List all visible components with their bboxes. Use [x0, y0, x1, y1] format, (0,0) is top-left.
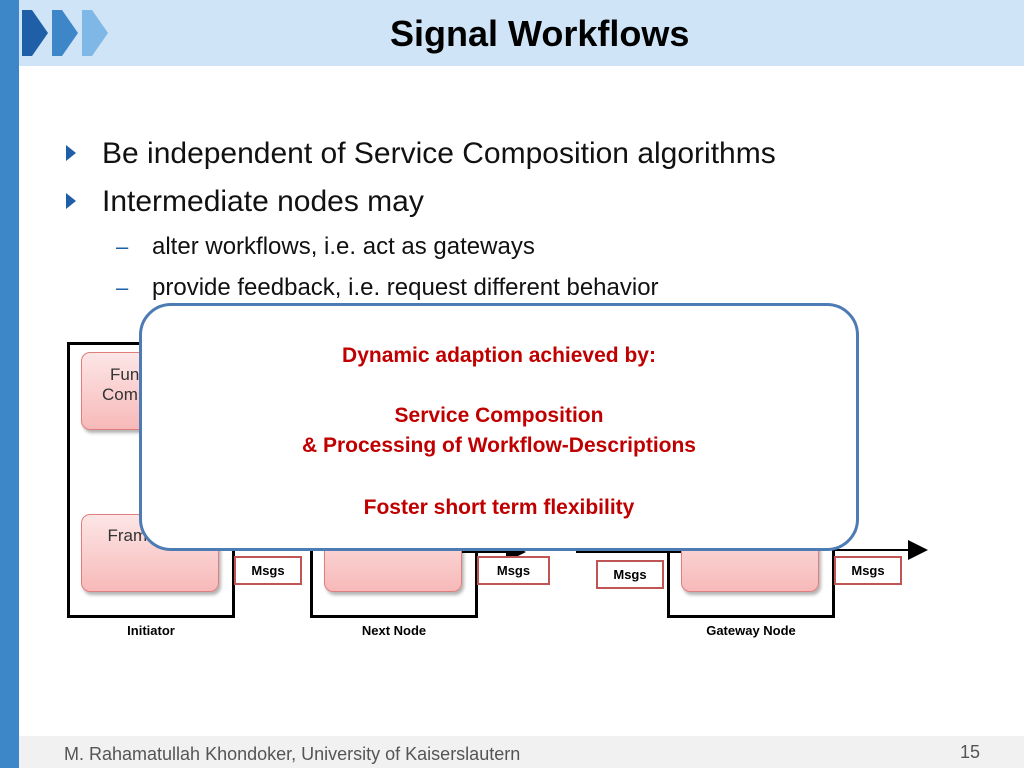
popup-line: & Processing of Workflow-Descriptions	[301, 434, 696, 457]
footer-author: M. Rahamatullah Khondoker, University of…	[64, 744, 521, 764]
page-number: 15	[960, 742, 981, 762]
popup-line: Foster short term flexibility	[363, 496, 635, 519]
msgs-box: Msgs	[596, 560, 664, 589]
node-label-gateway: Gateway Node	[706, 623, 796, 638]
popup-heading: Dynamic adaption achieved by:	[342, 344, 656, 367]
msgs-box: Msgs	[834, 556, 902, 585]
slide-header	[19, 0, 1024, 66]
func-label-line2: Com	[102, 385, 138, 404]
sub-bullet-dash: –	[116, 275, 129, 300]
left-accent-bar	[0, 0, 19, 768]
bullet-arrow-icon	[66, 193, 76, 209]
func-label-line1: Fun	[110, 365, 140, 384]
node-label-next: Next Node	[361, 623, 427, 638]
bullet-arrow-icon	[66, 145, 76, 161]
sub-bullet-text: alter workflows, i.e. act as gateways	[152, 233, 535, 260]
node-label-initiator: Initiator	[127, 623, 175, 638]
slide-title: Signal Workflows	[390, 13, 690, 54]
slide-footer	[19, 736, 1024, 768]
callout-popup: Dynamic adaption achieved by: Service Co…	[139, 303, 859, 551]
bullet-text: Be independent of Service Composition al…	[102, 137, 776, 170]
popup-line: Service Composition	[394, 404, 604, 427]
bullet-text: Intermediate nodes may	[102, 185, 424, 218]
chevron-arrows-icon	[22, 10, 108, 56]
sub-bullet-text: provide feedback, i.e. request different…	[152, 274, 659, 301]
sub-bullet-dash: –	[116, 234, 129, 259]
msgs-box: Msgs	[234, 556, 302, 585]
msgs-box: Msgs	[477, 556, 550, 585]
